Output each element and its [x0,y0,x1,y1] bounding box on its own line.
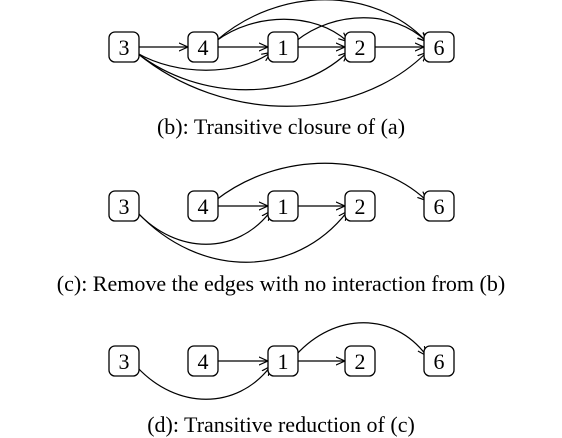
edge-3-to-6 [136,53,426,107]
node-box [344,345,376,377]
node-label: 1 [278,349,289,374]
node-label: 2 [355,35,366,60]
node-4: 4 [187,31,219,63]
node-label: 1 [278,194,289,219]
node-label: 4 [198,35,209,60]
node-2: 2 [344,31,376,63]
node-6: 6 [423,190,455,222]
node-label: 6 [434,349,445,374]
node-box [344,190,376,222]
node-box [187,345,219,377]
node-6: 6 [423,31,455,63]
node-label: 4 [198,194,209,219]
node-label: 6 [434,35,445,60]
edge-3-to-2 [136,53,347,91]
node-1: 1 [267,345,299,377]
node-box [423,31,455,63]
diagram-caption: (c): Remove the edges with no interactio… [57,271,505,296]
node-label: 2 [355,349,366,374]
node-box [108,31,140,63]
edge-3-to-1 [136,212,270,245]
node-2: 2 [344,190,376,222]
edge-3-to-2 [136,212,347,263]
edge-1-to-6 [295,322,426,355]
node-label: 2 [355,194,366,219]
edge-4-to-6 [215,162,426,200]
node-box [267,190,299,222]
node-box [108,190,140,222]
node-label: 3 [119,349,130,374]
edge-4-to-6 [215,0,426,41]
node-label: 4 [198,349,209,374]
diagram-2: 3 4 1 2 6 (c): Remove the edges with no inter… [57,162,505,296]
node-box [267,31,299,63]
edge-3-to-1 [136,53,270,71]
diagram-1: 3 4 1 2 6 (b): Transitive closure of (a) [108,0,455,139]
node-box [344,31,376,63]
node-box [108,345,140,377]
node-3: 3 [108,31,140,63]
edge-1-to-6 [295,17,426,41]
node-label: 3 [119,194,130,219]
diagram-caption: (b): Transitive closure of (a) [157,114,405,139]
node-1: 1 [267,190,299,222]
node-4: 4 [187,345,219,377]
node-1: 1 [267,31,299,63]
node-box [423,345,455,377]
node-label: 3 [119,35,130,60]
node-2: 2 [344,345,376,377]
diagram-caption: (d): Transitive reduction of (c) [147,412,415,437]
edge-3-to-1 [136,367,270,400]
diagram-3: 3 4 1 2 6 (d): Transitive reduction of (c) [108,322,455,437]
node-3: 3 [108,190,140,222]
node-6: 6 [423,345,455,377]
node-box [187,190,219,222]
node-label: 6 [434,194,445,219]
node-3: 3 [108,345,140,377]
node-label: 1 [278,35,289,60]
node-box [187,31,219,63]
node-4: 4 [187,190,219,222]
edge-4-to-2 [215,18,347,41]
node-box [267,345,299,377]
node-box [423,190,455,222]
